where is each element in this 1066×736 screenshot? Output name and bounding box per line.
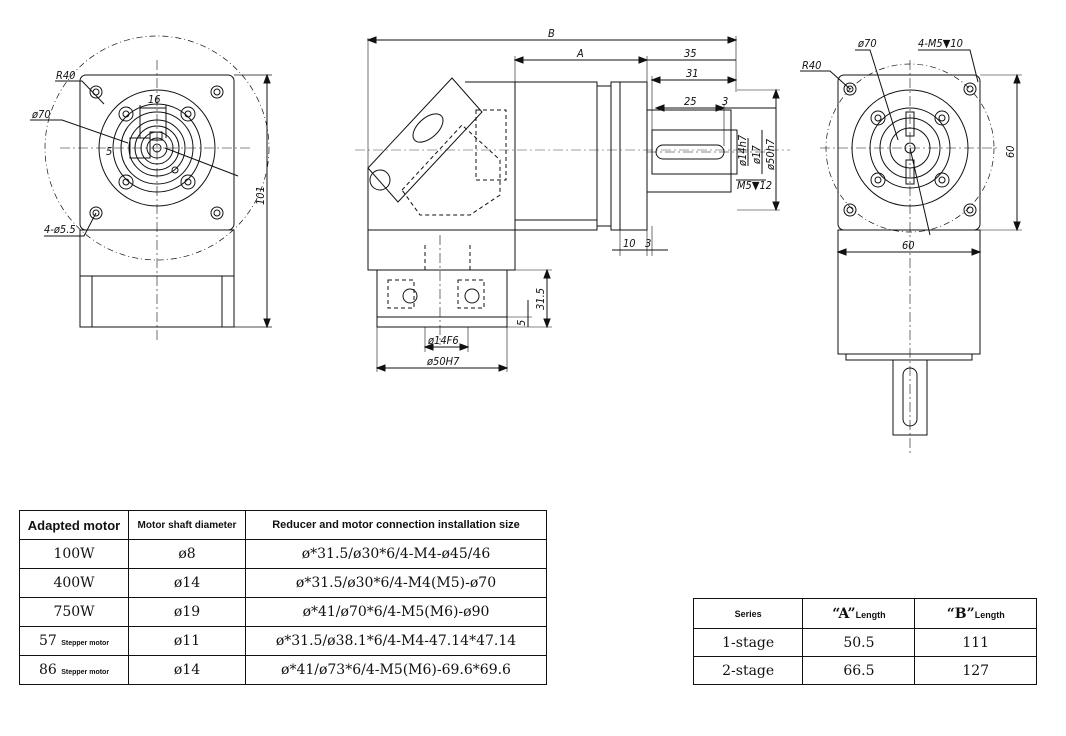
header-shaft-diameter: Motor shaft diameter: [128, 510, 246, 540]
dim-B: B: [548, 27, 555, 40]
dim-31: 31: [686, 67, 699, 80]
series-table-header: Series “A”Length “B”Length: [692, 598, 1037, 629]
dim-14f6: ø14F6: [427, 334, 459, 347]
front-height: 101: [254, 186, 267, 205]
size-cell: ø*31.5/ø38.1*6/4-M4-47.14*47.14: [245, 626, 547, 656]
front-key-width: 16: [148, 93, 161, 106]
shaft-cell: ø14: [128, 568, 246, 598]
series-cell: 2-stage: [692, 656, 804, 685]
right-radius: R40: [802, 59, 821, 72]
front-holes: 4-ø5.5: [44, 223, 76, 236]
header-a-length: “A”Length: [802, 598, 916, 629]
table-row: 86 Stepper motor ø14 ø*41/ø73*6/4-M5(M6)…: [19, 655, 547, 685]
motor-cell: 400W: [19, 568, 129, 598]
motor-cell: 86 Stepper motor: [19, 655, 129, 685]
right-60h: 60: [902, 239, 915, 252]
motor-cell: 100W: [19, 539, 129, 569]
size-cell: ø*31.5/ø30*6/4-M4-ø45/46: [245, 539, 547, 569]
b-cell: 127: [914, 656, 1037, 685]
right-view: ø70 4-M5▼10 R40 60 60: [800, 37, 1022, 455]
dim-3b: 3: [645, 237, 651, 250]
a-cell: 50.5: [802, 628, 916, 657]
motor-suffix: Stepper motor: [61, 640, 110, 647]
motor-cell: 750W: [19, 597, 129, 627]
dim-10: 10: [623, 237, 636, 250]
dim-5: 5: [515, 320, 528, 326]
front-view: R40 ø70 16 5 4-ø5.5 101: [30, 35, 272, 340]
motor-table-header: Adapted motor Motor shaft diameter Reduc…: [19, 510, 547, 540]
shaft-cell: ø8: [128, 539, 246, 569]
side-view: B A 35 31 25 3 ø14h7 ø17 ø50h7 M5▼12 10 …: [355, 27, 790, 372]
front-diameter: ø70: [31, 108, 51, 121]
motor-cell: 57 Stepper motor: [19, 626, 129, 656]
header-b-length: “B”Length: [914, 598, 1037, 629]
right-holes: 4-M5▼10: [918, 37, 963, 50]
dim-thread: M5▼12: [737, 179, 772, 192]
technical-drawing: R40 ø70 16 5 4-ø5.5 101: [30, 27, 1022, 455]
series-table: Series “A”Length “B”Length 1-stage 50.5 …: [692, 598, 1037, 685]
motor-table: Adapted motor Motor shaft diameter Reduc…: [19, 510, 547, 685]
series-cell: 1-stage: [692, 628, 804, 657]
dim-50h7: ø50H7: [426, 355, 460, 368]
dim-d50: ø50h7: [764, 138, 777, 171]
table-row: 1-stage 50.5 111: [692, 628, 1037, 657]
dim-A: A: [576, 47, 584, 60]
size-cell: ø*31.5/ø30*6/4-M4(M5)-ø70: [245, 568, 547, 598]
a-cell: 66.5: [802, 656, 916, 685]
dim-3a: 3: [722, 95, 728, 108]
header-adapted-motor: Adapted motor: [19, 510, 129, 540]
size-cell: ø*41/ø73*6/4-M5(M6)-69.6*69.6: [245, 655, 547, 685]
dim-shaft: ø14h7: [736, 134, 749, 167]
motor-suffix: Stepper motor: [61, 669, 110, 676]
front-key-small: 5: [106, 145, 112, 158]
table-row: 100W ø8 ø*31.5/ø30*6/4-M4-ø45/46: [19, 539, 547, 569]
table-row: 2-stage 66.5 127: [692, 656, 1037, 685]
table-row: 57 Stepper motor ø11 ø*31.5/ø38.1*6/4-M4…: [19, 626, 547, 656]
shaft-cell: ø14: [128, 655, 246, 685]
table-row: 750W ø19 ø*41/ø70*6/4-M5(M6)-ø90: [19, 597, 547, 627]
dim-d17: ø17: [750, 145, 763, 165]
dim-25: 25: [684, 95, 697, 108]
right-d70: ø70: [857, 37, 877, 50]
shaft-cell: ø19: [128, 597, 246, 627]
shaft-cell: ø11: [128, 626, 246, 656]
header-installation-size: Reducer and motor connection installatio…: [245, 510, 547, 540]
table-row: 400W ø14 ø*31.5/ø30*6/4-M4(M5)-ø70: [19, 568, 547, 598]
right-60v: 60: [1004, 145, 1017, 158]
front-radius: R40: [56, 69, 75, 82]
header-series: Series: [692, 598, 804, 629]
b-cell: 111: [914, 628, 1037, 657]
dim-35: 35: [684, 47, 697, 60]
size-cell: ø*41/ø70*6/4-M5(M6)-ø90: [245, 597, 547, 627]
dim-315: 31.5: [534, 288, 547, 310]
